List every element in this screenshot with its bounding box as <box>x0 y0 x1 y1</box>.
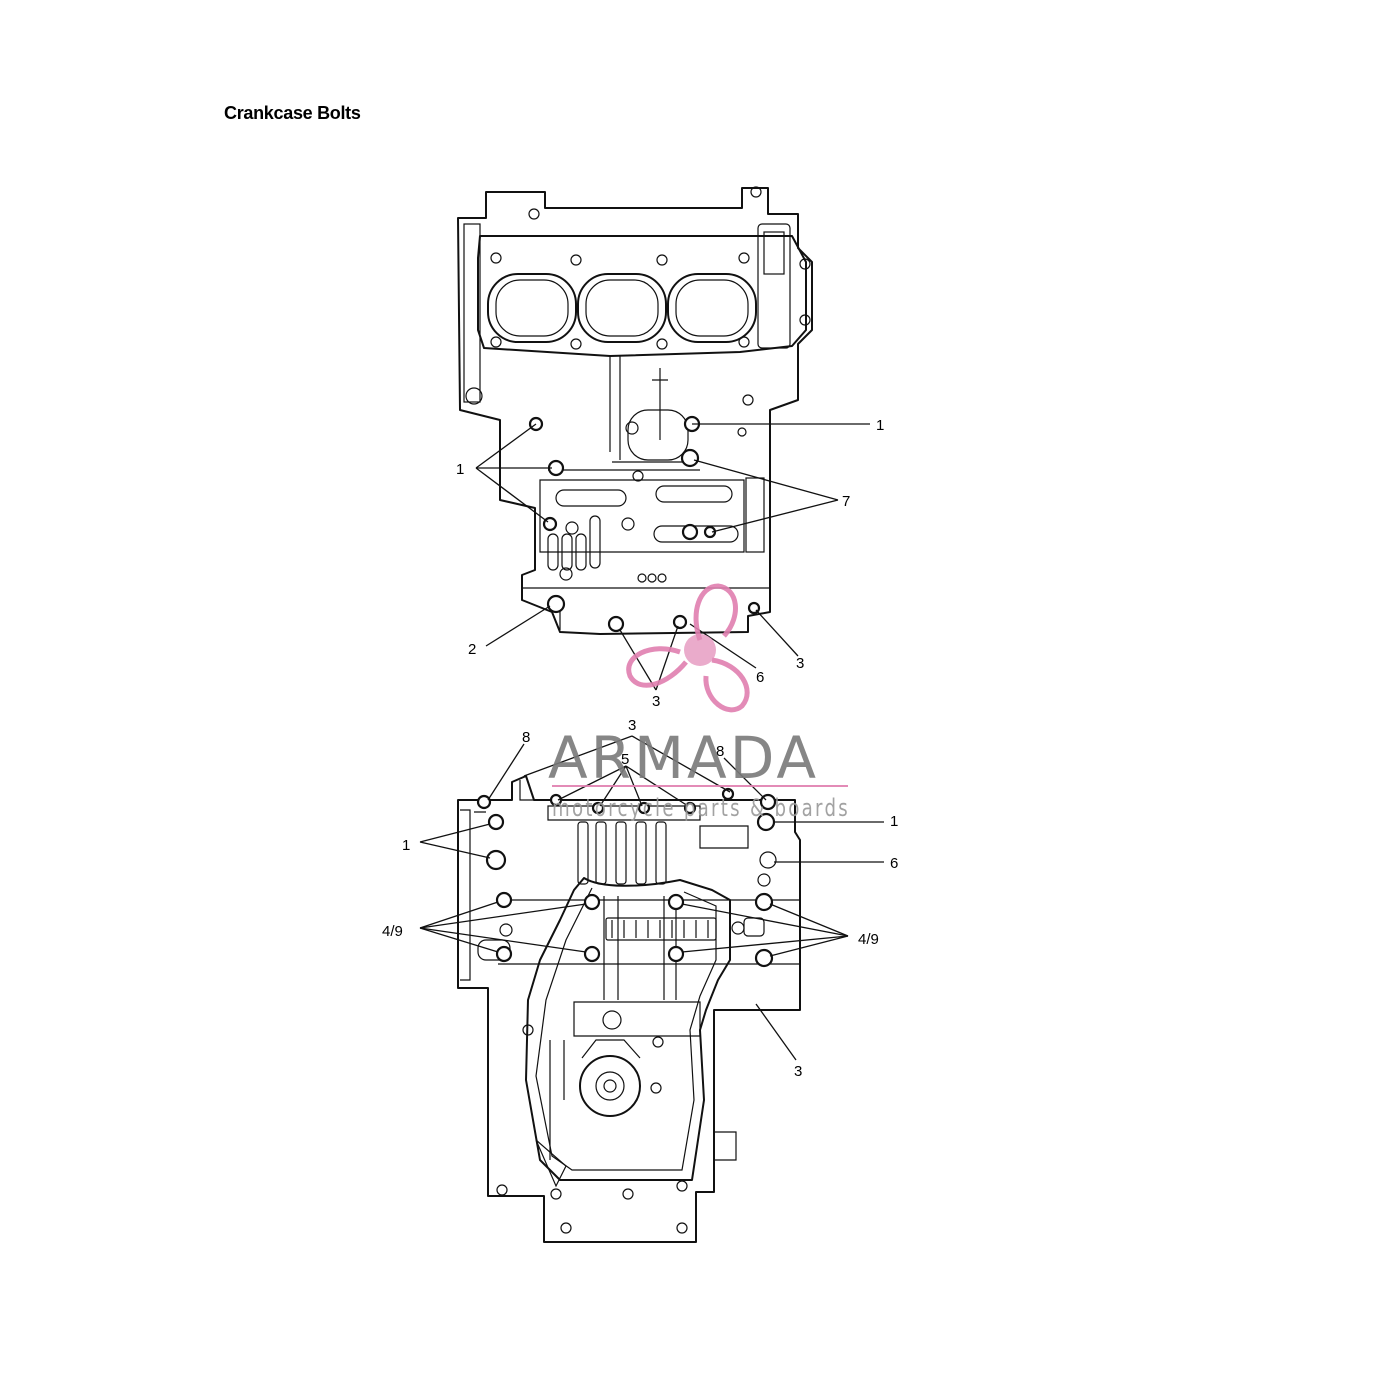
watermark-brand: ARMADA <box>548 724 819 792</box>
callout-label: 5 <box>621 751 629 768</box>
watermark-tagline: motorcycle parts & boards <box>552 794 850 822</box>
callout-label: 6 <box>890 855 898 872</box>
lower-leader-lines <box>419 735 884 1061</box>
page-title: Crankcase Bolts <box>224 103 361 123</box>
callout-label: 2 <box>468 641 476 658</box>
callout-label: 4/9 <box>858 931 879 948</box>
callout-label: 4/9 <box>382 923 403 940</box>
callout-label: 1 <box>876 417 884 434</box>
lower-callouts: 8 3 5 8 1 1 6 4/9 4/9 3 <box>382 717 898 1080</box>
propeller-logo-icon <box>626 583 750 713</box>
callout-label: 1 <box>456 461 464 478</box>
callout-label: 3 <box>652 693 660 710</box>
upper-callouts: 1 1 7 2 3 3 6 <box>456 417 884 710</box>
callout-label: 1 <box>402 837 410 854</box>
ribs <box>577 821 667 885</box>
armada-watermark: ARMADA motorcycle parts & boards <box>548 583 850 822</box>
callout-label: 7 <box>842 493 850 510</box>
callout-label: 1 <box>890 813 898 830</box>
callout-label: 8 <box>716 743 724 760</box>
upper-crankcase-drawing <box>457 186 813 635</box>
callout-label: 3 <box>796 655 804 672</box>
callout-label: 6 <box>756 669 764 686</box>
callout-label: 3 <box>628 717 636 734</box>
callout-label: 3 <box>794 1063 802 1080</box>
upper-bolts <box>528 415 761 633</box>
cylinder-bores <box>487 273 757 343</box>
lower-crankcase-drawing <box>457 775 801 1243</box>
lower-bolts <box>476 787 777 968</box>
upper-leader-lines <box>475 423 870 691</box>
callout-label: 8 <box>522 729 530 746</box>
